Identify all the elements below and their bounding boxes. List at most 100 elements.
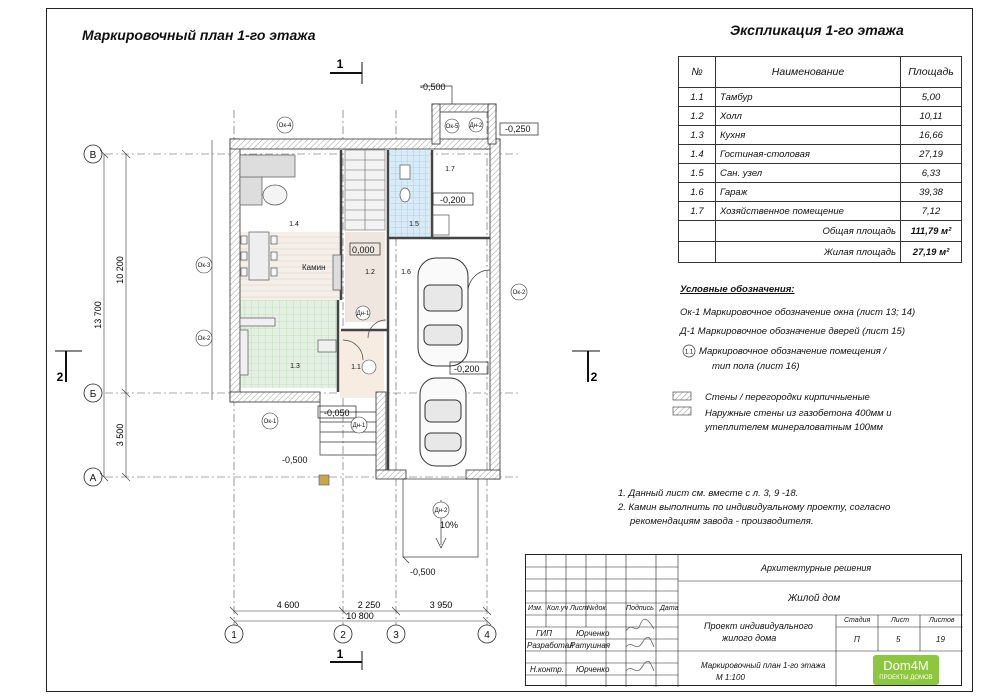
axis-label-b: Б — [90, 389, 97, 400]
stamp-scale: М 1:100 — [716, 673, 745, 682]
note-3: рекомендациям завода - производителя. — [630, 516, 814, 527]
room-tag-1-6: 1.6 — [401, 269, 411, 276]
garage-cars — [417, 257, 469, 467]
total-area-value: 111,79 м² — [900, 220, 962, 242]
stamp-project-line2: жилого дома — [722, 633, 777, 643]
stamp-col-izm: Изм. — [528, 605, 543, 612]
title-block: Изм. Кол.уч Лист №док. Подпись Дата ГИП … — [525, 554, 963, 687]
window-tag-garage: Ок-2 — [513, 290, 526, 296]
svg-text:1.1: 1.1 — [685, 350, 694, 356]
expl-header-name: Наименование — [715, 56, 901, 88]
living-area-label: Жилая площадь — [715, 241, 901, 263]
dim-2250: 2 250 — [358, 600, 381, 610]
stamp-role-developer: Разработал — [527, 641, 574, 650]
dim-3500: 3 500 — [115, 424, 125, 447]
window-tag-left-2: Ок-2 — [198, 336, 211, 342]
stamp-col-list: Лист — [570, 605, 589, 612]
dim-4600: 4 600 — [277, 600, 300, 610]
level-porch: -0,050 — [324, 408, 350, 418]
fireplace-label: Камин — [302, 263, 326, 272]
window-tag-top: Ок-4 — [279, 123, 292, 129]
room-tag-1-3: 1.3 — [290, 363, 300, 370]
stamp-sheet-label: Лист — [891, 617, 910, 624]
stamp-stage: П — [854, 635, 860, 644]
stamp-name-developer: Ратушная — [570, 641, 611, 650]
title-block-grid — [526, 555, 963, 687]
level-hall: 0,000 — [352, 245, 375, 255]
dim-13700: 13 700 — [93, 301, 103, 329]
stamp-section: Архитектурные решения — [761, 563, 872, 573]
legend-brick-walls: Стены / перегородки кирпичныеные — [705, 392, 870, 403]
note-2: 2. Камин выполнить по индивидуальному пр… — [618, 502, 891, 513]
driveway-slope: 10% — [440, 520, 458, 530]
level-ground-left: -0,500 — [282, 455, 308, 465]
axis-marks — [83, 144, 497, 644]
stamp-col-kolich: Кол.уч — [547, 605, 568, 612]
dim-10800: 10 800 — [346, 611, 374, 621]
axis-label-v: В — [90, 150, 97, 161]
room-tag-1-1: 1.1 — [351, 364, 361, 371]
window-tag-entrance: Ок-5 — [446, 124, 459, 130]
room-tag-1-7: 1.7 — [445, 166, 455, 173]
level-utility: -0,200 — [440, 195, 466, 205]
expl-header-area: Площадь — [900, 56, 962, 88]
stamp-project-line1: Проект индивидуального — [704, 621, 813, 631]
axis-label-4: 4 — [484, 630, 490, 641]
legend-wall-swatches — [672, 391, 692, 416]
legend-room-mark: Маркировочное обозначение помещения / — [699, 346, 887, 357]
door-tag-garage: Дн-2 — [435, 508, 448, 514]
note-1: 1. Данный лист см. вместе с л. 3, 9 -18. — [618, 488, 799, 499]
level-ground-bottom: -0,500 — [410, 567, 436, 577]
stamp-sheet-name: Маркировочный план 1-го этажа — [701, 661, 826, 670]
floor-plan: В Б А 1 2 3 4 13 700 10 200 3 500 4 600 … — [55, 57, 600, 670]
axis-label-2: 2 — [340, 630, 346, 641]
stamp-stage-label: Стадия — [844, 617, 871, 624]
section-mark-right: 2 — [591, 370, 598, 384]
room-tag-1-2: 1.2 — [365, 269, 375, 276]
stamp-col-sign: Подпись — [626, 605, 654, 612]
door-tag-entrance: Дн-1 — [353, 423, 366, 429]
stamp-sheets-label: Листов — [929, 617, 955, 624]
level-entrance-side: -0,250 — [505, 124, 531, 134]
level-entrance-top: -0,500 — [420, 82, 446, 92]
living-area-value: 27,19 м² — [900, 241, 962, 263]
legend-door-mark: Д-1 Маркировочное обозначение дверей (ли… — [680, 326, 905, 337]
stamp-col-date: Дата — [660, 605, 679, 612]
stamp-name-control: Юрченко — [576, 665, 610, 674]
legend-window-mark: Ок-1 Маркировочное обозначение окна (лис… — [680, 307, 916, 318]
signature-scribbles — [625, 618, 655, 672]
expl-header-num: № — [678, 56, 716, 88]
stamp-col-doc: №док. — [587, 605, 608, 612]
axis-label-3: 3 — [393, 630, 399, 641]
stamp-name-gip: Юрченко — [576, 629, 610, 638]
legend-aerated-walls-2: утеплителем минераловатным 100мм — [705, 422, 883, 433]
drawing-sheet-frame — [46, 8, 973, 692]
dim-10200: 10 200 — [115, 256, 125, 284]
axis-label-1: 1 — [231, 630, 237, 641]
section-mark-bottom: 1 — [337, 647, 344, 661]
legend-title: Условные обозначения: — [680, 284, 795, 295]
door-tag-utility: Дн-2 — [470, 123, 483, 129]
door-tag-hall: Дн-1 — [357, 311, 370, 317]
dim-3950: 3 950 — [430, 600, 453, 610]
dom4m-logo: Dom4M ПРОЕКТЫ ДОМОВ — [873, 655, 939, 685]
section-mark-top: 1 — [337, 57, 344, 71]
axis-label-a: А — [90, 473, 97, 484]
stamp-sheet: 5 — [896, 635, 901, 644]
stamp-sheets: 19 — [936, 635, 945, 644]
room-tag-1-5: 1.5 — [409, 221, 419, 228]
room-tag-1-4: 1.4 — [289, 221, 299, 228]
window-tag-left-1: Ок-3 — [198, 263, 211, 269]
explication-title: Экспликация 1-го этажа — [730, 22, 904, 38]
window-tag-bottom: Ок-1 — [264, 419, 277, 425]
legend-aerated-walls: Наружные стены из газобетона 400мм и — [705, 408, 892, 419]
